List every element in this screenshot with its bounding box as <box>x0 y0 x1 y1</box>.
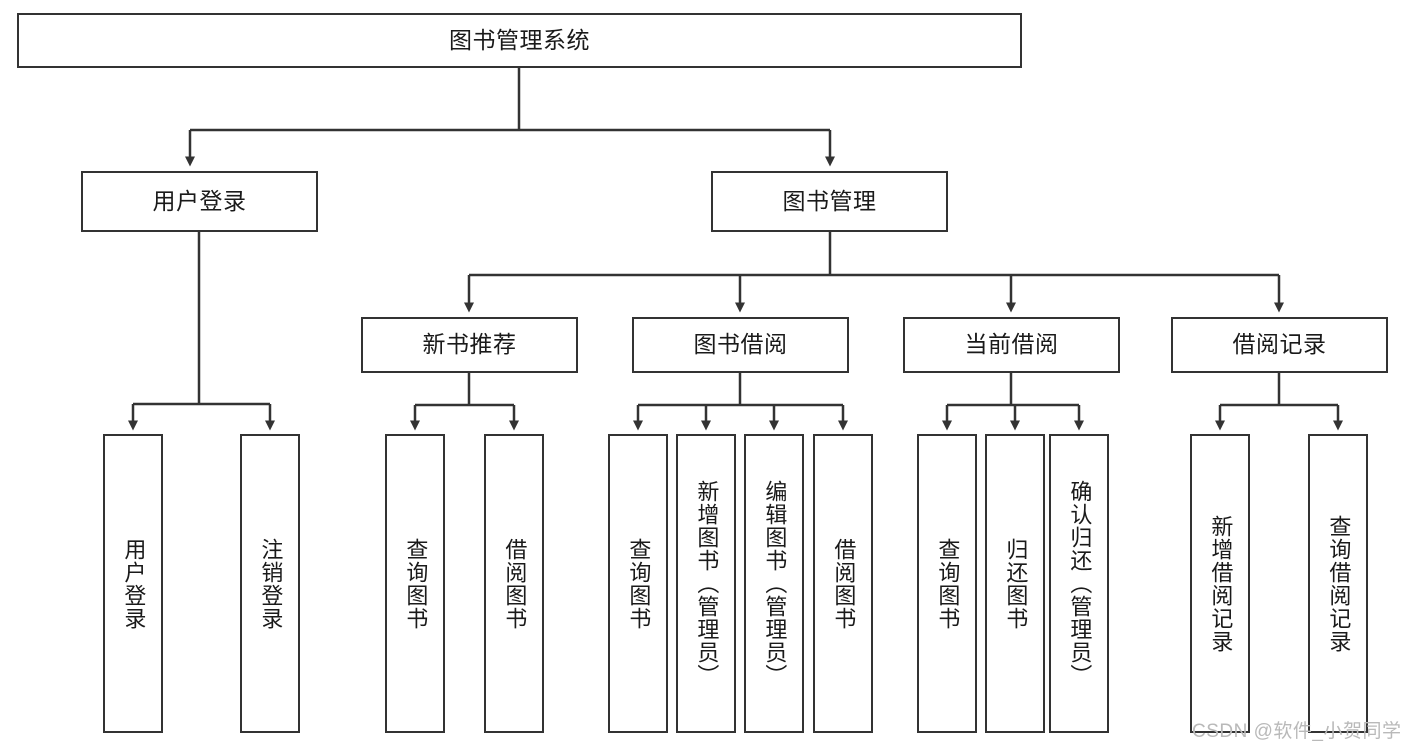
leaf-label: 新增借阅记录 <box>1208 514 1234 653</box>
leaf-add-borrow-record[interactable]: 新增借阅记录 <box>1190 434 1250 733</box>
node-book-borrow[interactable]: 图书借阅 <box>632 317 849 373</box>
leaf-label: 注销登录 <box>258 537 284 630</box>
leaf-label: 查询借阅记录 <box>1326 514 1352 653</box>
leaf-label: 编辑图书（管理员） <box>762 480 788 687</box>
leaf-user-logout[interactable]: 注销登录 <box>240 434 300 733</box>
leaf-query-book-newbook[interactable]: 查询图书 <box>385 434 445 733</box>
leaf-label: 归还图书 <box>1003 537 1029 630</box>
csdn-watermark: CSDN @软件_小贺同学 <box>1192 721 1402 742</box>
leaf-edit-book-admin[interactable]: 编辑图书（管理员） <box>744 434 804 733</box>
node-user-login-label: 用户登录 <box>152 187 247 214</box>
node-book-manage-label: 图书管理 <box>782 187 877 214</box>
leaf-query-book-borrow[interactable]: 查询图书 <box>608 434 668 733</box>
node-root-label: 图书管理系统 <box>449 26 590 53</box>
node-new-book-recommend-label: 新书推荐 <box>422 331 517 358</box>
leaf-label: 新增图书（管理员） <box>694 480 720 687</box>
leaf-label: 借阅图书 <box>831 537 857 630</box>
leaf-borrow-book-newbook[interactable]: 借阅图书 <box>484 434 544 733</box>
leaf-label: 确认归还（管理员） <box>1067 480 1093 687</box>
node-book-manage[interactable]: 图书管理 <box>711 171 948 232</box>
leaf-label: 查询图书 <box>626 537 652 630</box>
leaf-label: 用户登录 <box>121 537 147 630</box>
leaf-query-borrow-record[interactable]: 查询借阅记录 <box>1308 434 1368 733</box>
leaf-label: 查询图书 <box>935 537 961 630</box>
leaf-add-book-admin[interactable]: 新增图书（管理员） <box>676 434 736 733</box>
node-current-borrow-label: 当前借阅 <box>964 331 1059 358</box>
node-book-borrow-label: 图书借阅 <box>693 331 788 358</box>
leaf-label: 借阅图书 <box>502 537 528 630</box>
node-root[interactable]: 图书管理系统 <box>17 13 1022 68</box>
leaf-confirm-return-admin[interactable]: 确认归还（管理员） <box>1049 434 1109 733</box>
node-user-login[interactable]: 用户登录 <box>81 171 318 232</box>
node-current-borrow[interactable]: 当前借阅 <box>903 317 1120 373</box>
leaf-label: 查询图书 <box>403 537 429 630</box>
node-new-book-recommend[interactable]: 新书推荐 <box>361 317 578 373</box>
leaf-return-book[interactable]: 归还图书 <box>985 434 1045 733</box>
leaf-query-book-current[interactable]: 查询图书 <box>917 434 977 733</box>
leaf-user-login[interactable]: 用户登录 <box>103 434 163 733</box>
node-borrow-record[interactable]: 借阅记录 <box>1171 317 1388 373</box>
node-borrow-record-label: 借阅记录 <box>1232 331 1327 358</box>
leaf-borrow-book[interactable]: 借阅图书 <box>813 434 873 733</box>
